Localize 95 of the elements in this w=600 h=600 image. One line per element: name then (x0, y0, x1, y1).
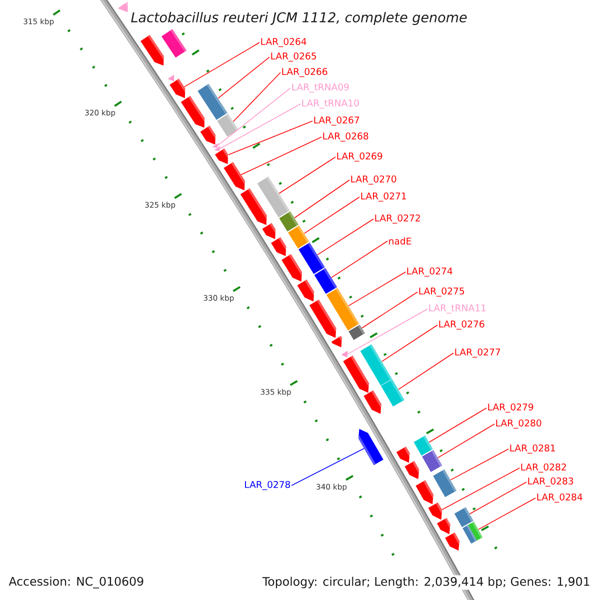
trna-feature (341, 350, 348, 358)
gene-block (433, 469, 456, 498)
gene-label: LAR_0270 (351, 175, 396, 185)
gene-label: LAR_0277 (455, 348, 500, 358)
gene-label: LAR_0283 (528, 477, 574, 487)
leader-line (362, 292, 418, 328)
leader-line (278, 156, 336, 194)
gene-label: LAR_tRNA11 (429, 304, 486, 314)
gene-feature (140, 34, 164, 66)
gene-feature (396, 446, 410, 463)
gene-feature (271, 237, 286, 256)
gene-block (454, 507, 474, 528)
gene-block (422, 450, 442, 472)
gene-feature (240, 188, 267, 226)
gene-feature (309, 300, 336, 338)
leader-line (478, 498, 536, 530)
leader-line (218, 56, 270, 99)
gene-label: LAR_0276 (439, 320, 484, 330)
leader-line (304, 196, 360, 234)
gene-label: LAR_0284 (537, 493, 582, 503)
leader-line (450, 448, 509, 480)
gene-feature (200, 126, 216, 145)
gene-feature (358, 428, 384, 466)
gene-label: LAR_0275 (419, 287, 464, 297)
leader-line (347, 308, 428, 354)
leader-line (228, 120, 313, 156)
gene-label: LAR_0278 (245, 480, 290, 490)
gene-block (326, 288, 360, 330)
trna-feature (212, 142, 219, 148)
trna-feature (214, 146, 221, 152)
leader-line (438, 424, 495, 458)
gene-block (161, 29, 186, 58)
gene-feature (118, 2, 128, 12)
gene-feature (224, 162, 245, 190)
gene-label: LAR_0274 (407, 267, 452, 277)
gene-label: LAR_tRNA10 (302, 99, 359, 109)
leader-line (218, 88, 291, 146)
leader-line (398, 352, 454, 390)
gene-label: LAR_0264 (261, 38, 306, 48)
leader-line (294, 180, 350, 218)
gene-block (257, 176, 290, 218)
leader-line (382, 324, 438, 362)
gene-feature (262, 223, 276, 240)
gene-block (348, 324, 365, 340)
gene-label: nadE (389, 237, 412, 245)
leader-line (442, 468, 520, 510)
gene-block (298, 242, 325, 274)
gene-block (198, 84, 228, 120)
leader-line (317, 218, 374, 256)
gene-feature (404, 461, 420, 480)
gene-label: LAR_0265 (271, 52, 316, 62)
gene-label: LAR_0279 (488, 403, 534, 413)
leader-line (291, 448, 364, 486)
leader-line (331, 240, 388, 278)
gene-feature (214, 148, 228, 164)
gene-feature (364, 390, 382, 414)
trna-feature (168, 74, 174, 82)
gene-block (462, 522, 483, 544)
gene-label: LAR_0272 (375, 214, 420, 224)
gene-feature (343, 356, 369, 393)
gene-block (314, 268, 337, 294)
gene-feature (180, 96, 205, 128)
title: Lactobacillus reuteri JCM 1112, complete genome (129, 10, 469, 27)
gene-feature (445, 532, 460, 551)
gene-block (360, 344, 392, 386)
leader-line (428, 408, 487, 443)
gene-label: LAR_0280 (496, 419, 542, 429)
leader-line (232, 72, 281, 122)
gene-label: LAR_0281 (510, 444, 555, 454)
gene-label: LAR_tRNA09 (292, 83, 349, 93)
genome-info-text: Topology: circular; Length: 2,039,414 bp; Genes: 1,901 (260, 575, 592, 590)
gene-label: LAR_0268 (323, 132, 368, 142)
gene-label: LAR_0282 (521, 463, 566, 473)
gene-feature (170, 78, 186, 98)
gene-feature (428, 502, 442, 520)
gene-feature (331, 336, 342, 348)
gene-block (279, 211, 298, 232)
accession-text: Accession: NC_010609 (8, 576, 144, 588)
gene-label: LAR_0269 (337, 152, 382, 162)
leader-line (240, 136, 322, 176)
gene-feature (282, 254, 302, 282)
leader-line (220, 104, 301, 149)
gene-feature (416, 480, 434, 504)
leader-line (348, 272, 406, 306)
gene-feature (436, 518, 450, 534)
gene-label: LAR_0266 (282, 68, 328, 78)
gene-feature (297, 280, 314, 302)
gene-block (217, 114, 238, 137)
leader-line (184, 42, 260, 88)
leader-line (469, 482, 527, 514)
gene-label: LAR_0267 (314, 116, 360, 126)
gene-block (414, 436, 433, 456)
gene-block (380, 379, 404, 407)
gene-block (288, 226, 310, 248)
gene-label: LAR_0271 (361, 192, 406, 202)
